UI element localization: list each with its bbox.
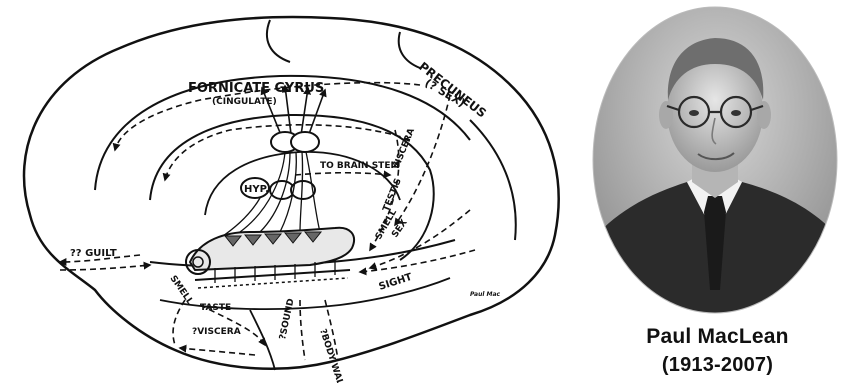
limbic-system-diagram: FORNICATE GYRUS (CINGULATE) PRECUNEUS (?…: [0, 0, 590, 383]
label-to-brain-stem: TO BRAIN STEM: [320, 161, 399, 171]
label-body-wall: ?BODY WALL: [317, 328, 346, 383]
label-viscera-bottom: ?VISCERA: [192, 327, 241, 337]
label-fornicate-gyrus: FORNICATE GYRUS: [188, 81, 324, 96]
artist-signature: Paul Mac: [470, 291, 500, 298]
central-sulcus-line: [267, 20, 290, 62]
label-cingulate: (CINGULATE): [212, 97, 277, 107]
label-testis: TESTIS: [382, 177, 404, 213]
portrait-photo: [592, 0, 841, 318]
occipital-sulcus-line: [470, 120, 516, 240]
label-sight: SIGHT: [378, 272, 414, 293]
portrait-years: (1913-2007): [600, 352, 835, 378]
label-sound: ?SOUND: [278, 298, 296, 341]
label-taste: TASTE: [200, 303, 231, 313]
label-guilt: ?? GUILT: [70, 248, 117, 259]
portrait-name: Paul MacLean: [600, 324, 835, 350]
hippocampus: [186, 228, 354, 288]
parietal-sulcus-line: [399, 32, 420, 68]
label-hyp: HYP.: [244, 184, 269, 195]
bottom-fold-line: [250, 310, 275, 370]
